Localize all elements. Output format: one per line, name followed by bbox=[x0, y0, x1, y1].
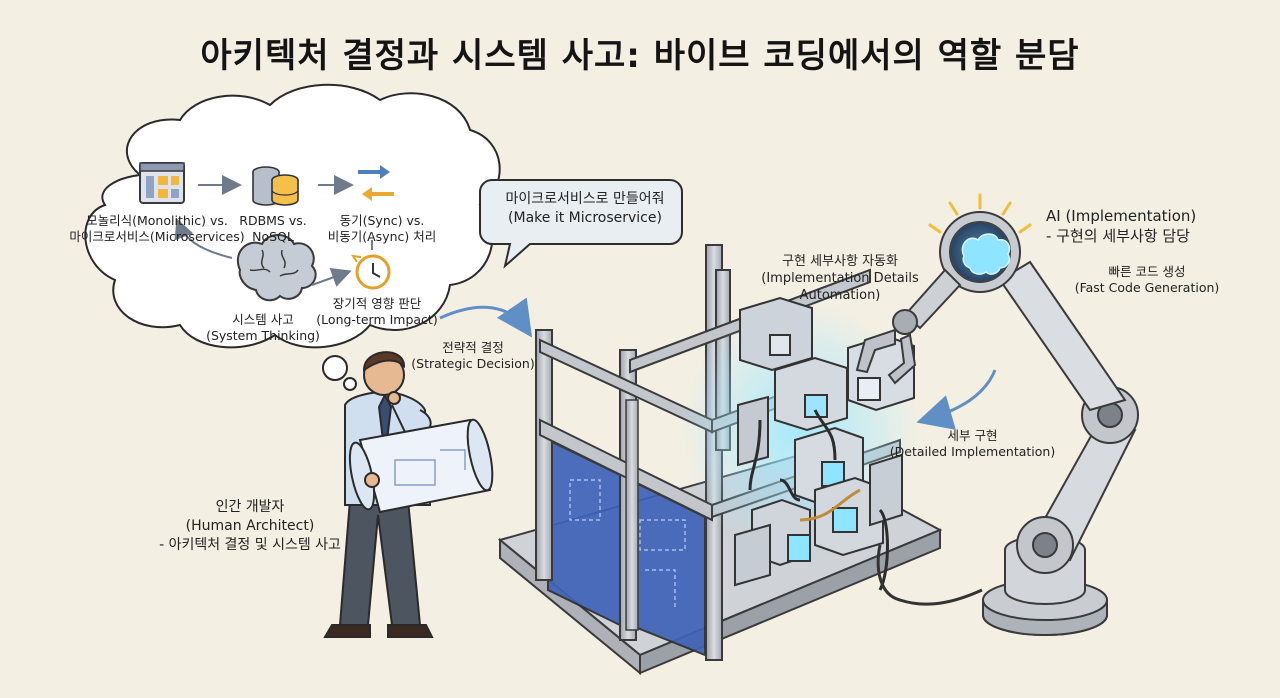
rdbms-label: RDBMS vs. NoSQL bbox=[228, 213, 318, 246]
ai-label: AI (Implementation) - 구현의 세부사항 담당 bbox=[1046, 206, 1246, 247]
speech-bubble bbox=[479, 179, 683, 269]
automation-line2: (Implementation Details bbox=[761, 270, 919, 286]
ai-light-rays bbox=[928, 193, 1032, 234]
automation-line3: Automation) bbox=[799, 287, 881, 303]
arrow-brain-monolith bbox=[174, 218, 233, 259]
detail-arrow bbox=[916, 369, 997, 430]
strategic-arrow bbox=[439, 297, 533, 338]
sync-icon bbox=[358, 165, 394, 201]
strategic-line1: 전략적 결정 bbox=[442, 340, 504, 355]
fast-line2: (Fast Code Generation) bbox=[1074, 280, 1220, 296]
rdbms-label-line1: RDBMS vs. bbox=[239, 213, 307, 228]
robot-cable bbox=[876, 544, 983, 606]
detailed-line1: 세부 구현 bbox=[947, 428, 998, 443]
fast-line1: 빠른 코드 생성 bbox=[1108, 264, 1186, 279]
human-line2: (Human Architect) bbox=[185, 517, 315, 534]
ai-brain-icon bbox=[946, 218, 1014, 286]
monolith-label-line1: 모놀리식(Monolithic) vs. bbox=[86, 213, 228, 228]
arrow-brain-clock bbox=[311, 268, 352, 287]
human-architect bbox=[323, 351, 494, 638]
system-thinking-label: 시스템 사고 (System Thinking) bbox=[198, 312, 328, 345]
system-thinking-line1: 시스템 사고 bbox=[232, 312, 294, 327]
automation-label: 구현 세부사항 자동화 (Implementation Details Auto… bbox=[745, 254, 935, 305]
long-term-line1: 장기적 영향 판단 bbox=[332, 296, 422, 311]
clock-icon bbox=[350, 254, 391, 290]
automation-line1: 구현 세부사항 자동화 bbox=[782, 254, 898, 269]
strategic-line2: (Strategic Decision) bbox=[411, 356, 535, 372]
detailed-label: 세부 구현 (Detailed Implementation) bbox=[885, 428, 1060, 461]
brain-icon bbox=[237, 234, 317, 302]
long-term-label: 장기적 영향 판단 (Long-term Impact) bbox=[312, 296, 442, 329]
page-title: 아키텍처 결정과 시스템 사고: 바이브 코딩에서의 역할 분담 bbox=[200, 36, 1080, 76]
ai-line2: - 구현의 세부사항 담당 bbox=[1046, 227, 1190, 246]
thought-cloud bbox=[84, 83, 501, 391]
human-line3: - 아키텍처 결정 및 시스템 사고 bbox=[159, 536, 341, 553]
database-icon bbox=[252, 166, 299, 206]
strategic-label: 전략적 결정 (Strategic Decision) bbox=[398, 340, 548, 373]
sync-label-line1: 동기(Sync) vs. bbox=[339, 213, 425, 228]
monolith-icon bbox=[139, 162, 185, 204]
fast-label: 빠른 코드 생성 (Fast Code Generation) bbox=[1062, 264, 1232, 297]
monolith-label-line2: 마이크로서비스(Microservices) bbox=[69, 229, 245, 245]
long-term-line2: (Long-term Impact) bbox=[316, 312, 438, 328]
sync-label-line2: 비동기(Async) 처리 bbox=[327, 229, 437, 245]
system-thinking-line2: (System Thinking) bbox=[206, 328, 320, 344]
sync-label: 동기(Sync) vs. 비동기(Async) 처리 bbox=[322, 213, 442, 246]
rdbms-label-line2: NoSQL bbox=[252, 229, 294, 245]
speech-bubble-line2: (Make it Microservice) bbox=[508, 209, 662, 226]
thought-dot-2 bbox=[343, 377, 357, 391]
monolith-label: 모놀리식(Monolithic) vs. 마이크로서비스(Microservic… bbox=[62, 213, 252, 246]
detailed-line2: (Detailed Implementation) bbox=[889, 444, 1056, 460]
speech-bubble-line1: 마이크로서비스로 만들어줘 bbox=[505, 191, 665, 207]
human-line1: 인간 개발자 bbox=[215, 499, 285, 515]
thought-dot-1 bbox=[322, 355, 348, 381]
human-label: 인간 개발자 (Human Architect) - 아키텍처 결정 및 시스템… bbox=[150, 498, 350, 555]
ai-line1: AI (Implementation) bbox=[1046, 207, 1197, 225]
speech-bubble-text: 마이크로서비스로 만들어줘 (Make it Microservice) bbox=[490, 190, 680, 228]
